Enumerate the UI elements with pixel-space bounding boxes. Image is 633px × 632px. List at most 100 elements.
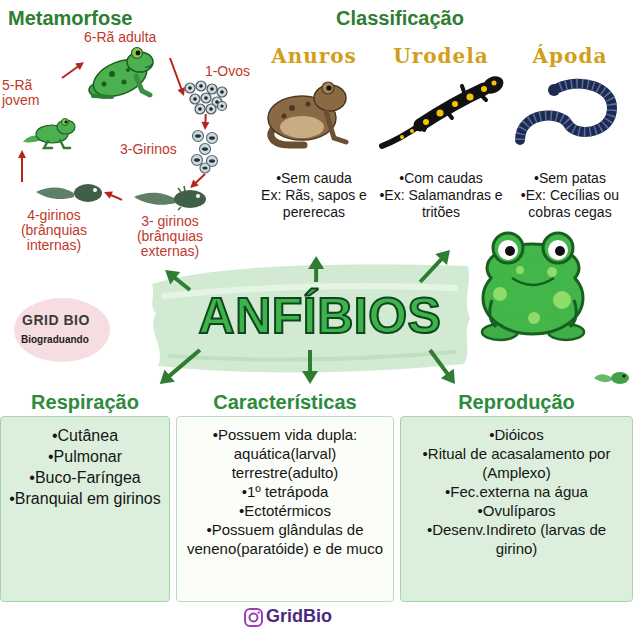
anuran-frog: [280, 116, 324, 138]
connector-arrow: [308, 256, 324, 282]
bullet-text: •Ex: Salamandras e tritões: [374, 187, 508, 221]
eggs: [201, 93, 211, 103]
young-frog: [44, 140, 70, 148]
logo-blob: [14, 298, 110, 362]
logo-blob: [14, 298, 110, 362]
embryo-tadpoles: [202, 147, 208, 151]
connector-arrow: [165, 270, 190, 290]
adult-frog: [122, 80, 127, 85]
text-panel: •Dióicos•Ritual de acasalamento por (Amp…: [400, 416, 633, 602]
section-heading: Metamorfose: [0, 0, 254, 30]
egg-dots: [199, 84, 203, 88]
bullet-text: •Sem cauda: [256, 170, 372, 187]
stage-label: 3-Girinos: [120, 130, 220, 157]
arrow-head: [104, 192, 113, 199]
panel-heading: Reprodução: [400, 384, 633, 413]
eggs: [185, 81, 227, 114]
tadpole-external-gills: [134, 186, 206, 210]
salamander: [480, 73, 507, 97]
embryo-tadpoles: [194, 134, 215, 169]
cartoon-frog: [528, 312, 540, 324]
bullet-text: •Fec.externa na água: [407, 482, 626, 501]
anuran-frog: [326, 85, 331, 90]
tadpole-external-gills: [178, 186, 185, 210]
stage-node: 3-Girinos: [120, 130, 220, 174]
connector-arrow: [420, 250, 450, 282]
text-panel: •Sem patas•Ex: Cecílias ou cobras cegas: [510, 170, 630, 250]
bullet-text: •Pulmonar: [7, 446, 163, 467]
text-panel: •Com caudas•Ex: Salamandras e tritões: [374, 170, 508, 250]
handle-text: GridBio: [266, 606, 332, 627]
eggs: [190, 94, 200, 104]
bullet-text: •Ritual de acasalamento por (Amplexo): [407, 444, 626, 482]
stage-label: 6-Rã adulta: [84, 30, 170, 45]
tadpole-external-gills: [134, 193, 176, 205]
arrow-head: [18, 150, 26, 158]
cartoon-frog: [548, 240, 568, 260]
group-title: Ápoda: [510, 38, 630, 68]
stage-node: 5-Rã jovem: [2, 78, 76, 150]
tadpole-internal-gills: [93, 188, 97, 192]
bullet-text: •Buco-Faríngea: [7, 467, 163, 488]
connector-arrow: [170, 58, 185, 96]
anuran-frog: [282, 114, 287, 119]
adult-frog: [102, 82, 107, 87]
cartoon-frog: [482, 233, 584, 340]
egg-dots: [188, 86, 192, 90]
embryo-tadpoles: [192, 131, 218, 174]
anuran-frog: [322, 82, 334, 94]
stage-node: 3- girinos (brânquias externas): [122, 188, 218, 262]
tadpole-internal-gills: [36, 184, 102, 202]
embryo-tadpoles: [202, 166, 207, 169]
instagram-icon: [257, 611, 259, 613]
adult-frog: [132, 48, 143, 59]
text-panel: •Sem caudaEx: Rãs, sapos e pererecas: [256, 170, 372, 250]
arrow-head: [441, 369, 455, 384]
stage-label: 1-Ovos: [184, 64, 250, 79]
salamander: [467, 94, 474, 101]
instagram-icon: [245, 609, 262, 626]
class-column: •Sem caudaEx: Rãs, sapos e pererecasAnur…: [256, 38, 372, 250]
center-title: ANFÍBIOS: [190, 282, 450, 350]
adult-frog: [126, 68, 130, 72]
cartoon-frog: [498, 240, 518, 260]
logo-text: GRID BIO: [22, 312, 90, 328]
salamander: [452, 101, 458, 107]
panel-heading: Características: [176, 384, 394, 413]
eggs: [207, 84, 217, 94]
egg-dots: [198, 107, 202, 111]
young-frog: [62, 119, 69, 126]
arrow-head: [75, 62, 84, 70]
bullet-text: •Possuem glândulas de veneno(paratóide) …: [183, 520, 387, 558]
center-band: ANFÍBIOS: [190, 282, 450, 350]
connector-arrow: [430, 350, 455, 384]
cartoon-frog: [490, 300, 496, 327]
text-panel: •Possuem vida dupla: aquática(larval) te…: [176, 416, 394, 602]
eggs: [217, 87, 227, 97]
logo-text: Biograduando: [21, 334, 89, 345]
class-column: •Sem patas•Ex: Cecílias ou cobras cegas Á…: [510, 38, 630, 250]
bullet-text: •Ovulíparos: [407, 501, 626, 520]
connector-line: [167, 350, 200, 378]
bullet-text: Ex: Rãs, sapos e pererecas: [256, 187, 372, 221]
eggs: [195, 104, 205, 114]
connector-arrow: [104, 192, 122, 200]
anuran-frog: [326, 112, 346, 142]
caecilian: [520, 84, 612, 140]
brush-band: [170, 352, 455, 359]
instagram-icon: [245, 609, 262, 626]
adult-frog: [136, 76, 150, 95]
salamander: [382, 73, 506, 146]
caecilian: [520, 84, 612, 140]
connector-arrow: [62, 62, 84, 78]
egg-dots: [220, 104, 223, 107]
text-panel: •Cutânea•Pulmonar•Buco-Faríngea•Branquia…: [0, 416, 170, 602]
embryo-tadpoles: [192, 131, 218, 174]
handle-text: GridBio: [266, 606, 332, 627]
bullet-text: •Desenv.Indireto (larvas de girino): [407, 520, 626, 558]
tadpole-internal-gills: [74, 184, 102, 202]
connector-line: [430, 350, 450, 377]
stage-label: 5-Rã jovem: [2, 78, 48, 108]
anuran-frog: [314, 85, 346, 111]
